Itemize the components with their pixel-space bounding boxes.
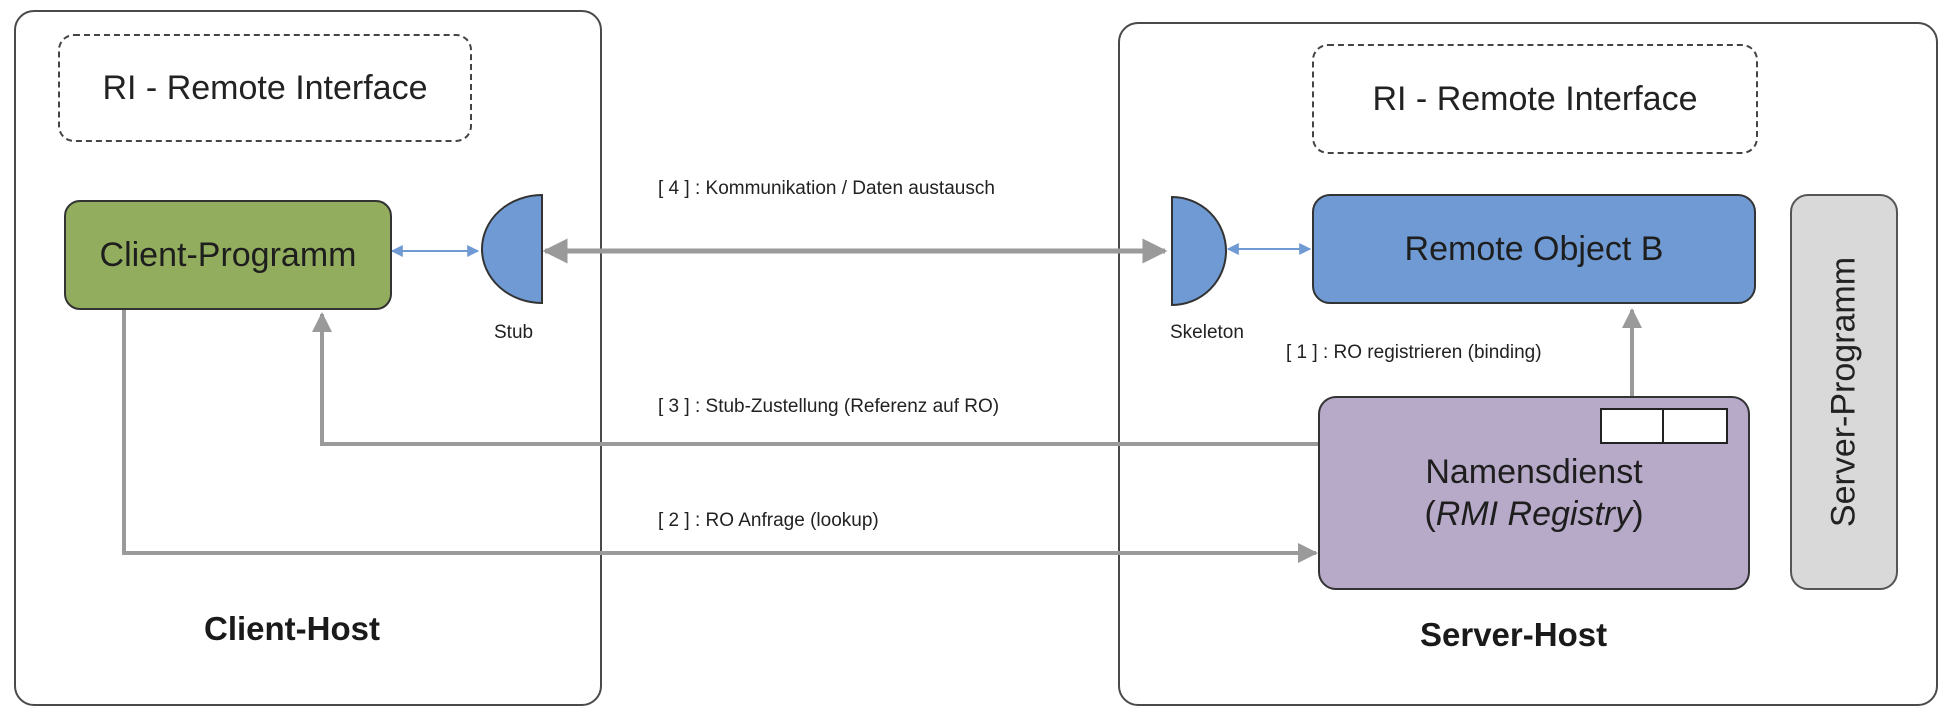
- server-program-label: Server-Programm: [1824, 256, 1863, 528]
- remote-object-box: Remote Object B: [1312, 194, 1756, 304]
- naming-service-box: Namensdienst (RMI Registry): [1318, 396, 1750, 590]
- lookup-arrow: [122, 310, 1318, 563]
- stub-shape: [481, 193, 543, 305]
- flow-4-label: [ 4 ] : Kommunikation / Daten austausch: [658, 178, 995, 199]
- flow-1-label: [ 1 ] : RO registrieren (binding): [1286, 342, 1542, 363]
- stub-label: Stub: [494, 322, 534, 343]
- server-remote-interface: RI - Remote Interface: [1312, 44, 1758, 154]
- server-program-box: Server-Programm: [1790, 194, 1898, 590]
- client-host-label: Client-Host: [204, 610, 380, 647]
- skeleton-shape: [1171, 195, 1227, 307]
- flow-2-label: [ 2 ] : RO Anfrage (lookup): [658, 510, 879, 531]
- flow-3-label: [ 3 ] : Stub-Zustellung (Referenz auf RO…: [658, 396, 1000, 417]
- client-program-box: Client-Programm: [64, 200, 392, 310]
- naming-service-sub-label: (RMI Registry): [1424, 495, 1644, 533]
- client-remote-interface-label: RI - Remote Interface: [102, 68, 428, 107]
- skeleton-label: Skeleton: [1170, 322, 1244, 343]
- naming-service-label: Namensdienst: [1425, 452, 1643, 491]
- stub-delivery-arrow: [312, 312, 1320, 446]
- client-remote-interface: RI - Remote Interface: [58, 34, 472, 142]
- registry-table-cell-1: [1600, 408, 1664, 444]
- registry-table-cell-2: [1662, 408, 1728, 444]
- server-host-label: Server-Host: [1420, 616, 1608, 653]
- client-program-label: Client-Programm: [99, 235, 357, 274]
- remote-object-label: Remote Object B: [1404, 229, 1664, 268]
- server-remote-interface-label: RI - Remote Interface: [1372, 79, 1698, 118]
